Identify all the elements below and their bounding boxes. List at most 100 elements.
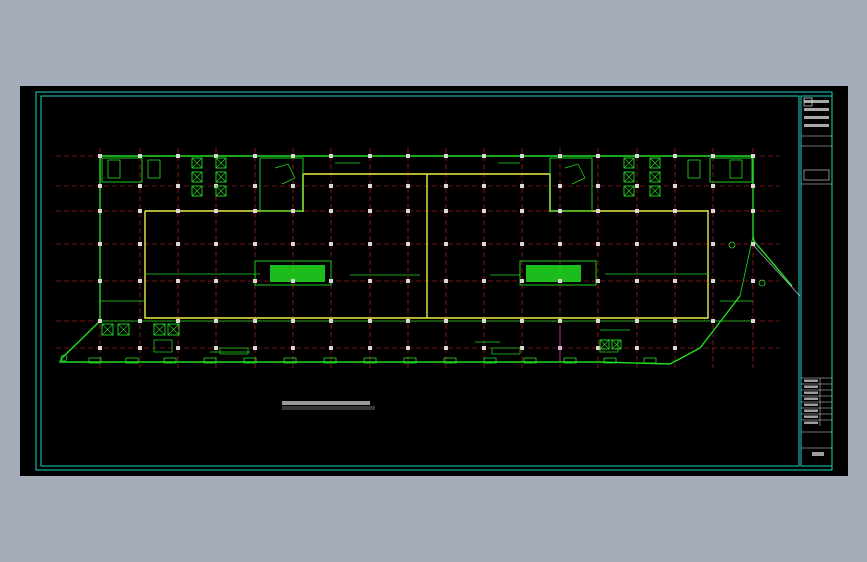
column	[214, 242, 218, 246]
column	[329, 279, 333, 283]
perimeter-pier	[125, 357, 139, 364]
column	[558, 184, 562, 188]
title-block-row-text	[804, 397, 818, 400]
title-block-row-text	[804, 391, 818, 394]
column	[176, 242, 180, 246]
column	[253, 154, 257, 158]
equipment-box	[623, 157, 635, 169]
column	[253, 184, 257, 188]
column	[596, 279, 600, 283]
column	[291, 209, 295, 213]
column	[482, 319, 486, 323]
column	[520, 154, 524, 158]
column	[406, 319, 410, 323]
equipment-cross	[215, 171, 227, 183]
perimeter-pier	[323, 357, 337, 364]
title-block-row-text	[804, 409, 818, 412]
building-outline	[58, 155, 801, 365]
column	[596, 346, 600, 350]
equipment-cross	[623, 171, 635, 183]
equipment-box	[623, 185, 635, 197]
equipment-cross	[153, 323, 166, 336]
perimeter-pier	[603, 357, 617, 364]
column	[253, 279, 257, 283]
column	[98, 242, 102, 246]
title-block-bottom-rows	[801, 377, 832, 456]
equipment-box	[215, 185, 227, 197]
column	[368, 242, 372, 246]
column	[176, 154, 180, 158]
column	[406, 242, 410, 246]
column	[138, 279, 142, 283]
escalator-right	[519, 260, 597, 286]
equipment-box	[191, 157, 203, 169]
equipment-box	[649, 157, 661, 169]
equipment-cross	[599, 339, 610, 350]
column	[482, 209, 486, 213]
column	[368, 209, 372, 213]
equipment-cross	[167, 323, 180, 336]
perimeter-pier	[563, 357, 577, 364]
column	[176, 319, 180, 323]
equipment-cross	[623, 157, 635, 169]
column	[98, 209, 102, 213]
perimeter-pier	[403, 357, 417, 364]
title-block	[800, 95, 833, 467]
column	[673, 184, 677, 188]
column	[635, 242, 639, 246]
column	[520, 184, 524, 188]
column	[214, 154, 218, 158]
equipment-cabinet	[107, 159, 121, 179]
column	[751, 279, 755, 283]
column	[329, 346, 333, 350]
equipment-cross	[623, 185, 635, 197]
column	[444, 319, 448, 323]
column	[253, 209, 257, 213]
title-block-row-text	[804, 415, 818, 418]
column	[253, 319, 257, 323]
column	[673, 154, 677, 158]
column	[751, 184, 755, 188]
equipment-cross	[215, 157, 227, 169]
column	[406, 279, 410, 283]
column	[253, 242, 257, 246]
column	[596, 154, 600, 158]
title-block-text-line	[804, 100, 829, 103]
column	[751, 209, 755, 213]
equipment-cross	[101, 323, 114, 336]
column	[558, 154, 562, 158]
column	[482, 154, 486, 158]
column	[596, 184, 600, 188]
column	[673, 346, 677, 350]
column	[711, 242, 715, 246]
column	[253, 346, 257, 350]
title-block-top-rows	[801, 97, 832, 185]
column	[635, 154, 639, 158]
title-block-row-text	[804, 385, 818, 388]
column	[406, 184, 410, 188]
column	[635, 209, 639, 213]
equipment-cross	[191, 185, 203, 197]
equipment-box	[215, 171, 227, 183]
column	[635, 279, 639, 283]
title-block-text-line	[804, 116, 829, 119]
equipment-cross	[649, 185, 661, 197]
column	[711, 209, 715, 213]
equipment-box	[167, 323, 180, 336]
inner-border	[40, 95, 800, 467]
floor-plan-drawing	[35, 91, 833, 471]
equipment-box	[153, 323, 166, 336]
column	[444, 184, 448, 188]
column	[291, 279, 295, 283]
column	[138, 184, 142, 188]
column	[444, 242, 448, 246]
column	[558, 209, 562, 213]
column	[596, 209, 600, 213]
column	[711, 319, 715, 323]
column	[291, 184, 295, 188]
equipment-box	[623, 171, 635, 183]
column	[635, 184, 639, 188]
column	[635, 346, 639, 350]
column	[482, 242, 486, 246]
column	[520, 319, 524, 323]
